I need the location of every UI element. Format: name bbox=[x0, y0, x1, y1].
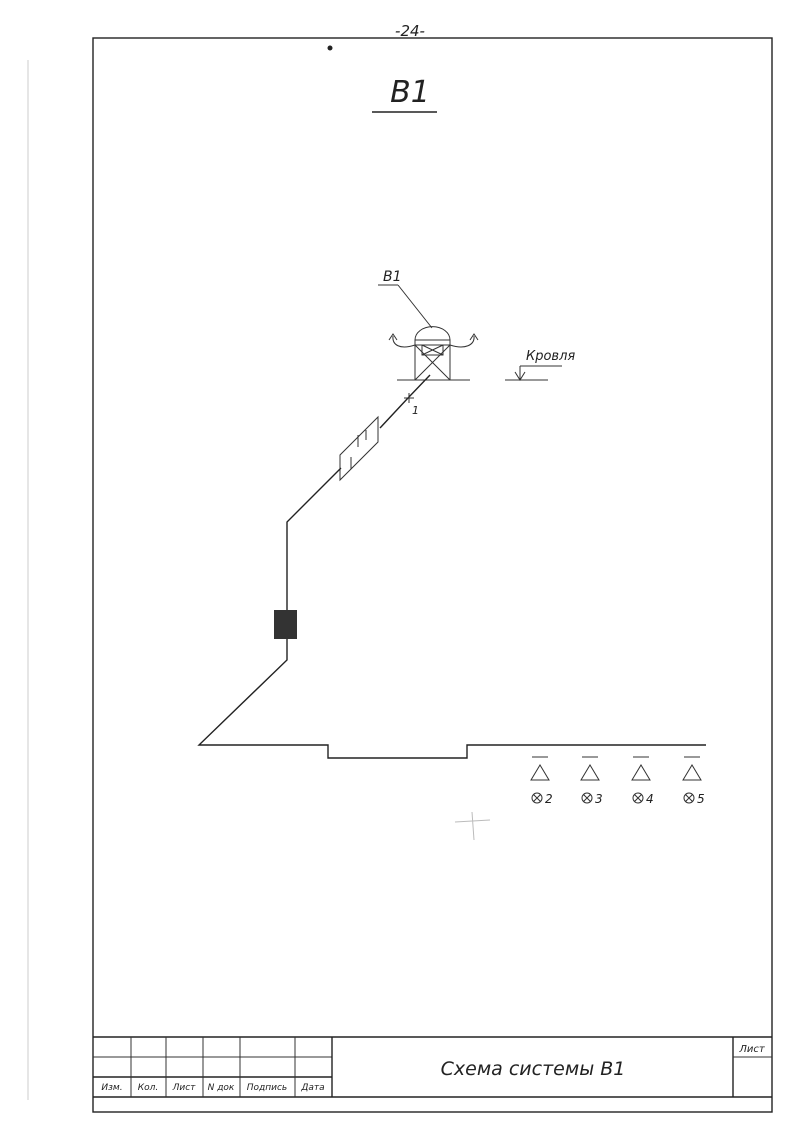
exhaust-arrow-right-icon bbox=[449, 335, 475, 348]
roof-label: Кровля bbox=[526, 349, 575, 364]
roof-level-mark: Кровля bbox=[505, 349, 575, 381]
column-n-dok: N док bbox=[208, 1083, 235, 1093]
outlets: 2 3 4 5 bbox=[530, 756, 705, 806]
drawing-title: В1 bbox=[390, 75, 430, 110]
exhaust-arrow-left-icon bbox=[392, 335, 416, 348]
column-izm: Изм. bbox=[101, 1083, 122, 1093]
diffuser-icon bbox=[631, 764, 651, 781]
title-block: Изм. Кол. Лист N док Подпись Дата Схема … bbox=[93, 1036, 772, 1098]
diffuser-icon bbox=[530, 764, 550, 781]
drawing-frame bbox=[92, 37, 773, 1113]
column-kol: Кол. bbox=[138, 1083, 159, 1093]
outlet-label: 3 bbox=[595, 792, 603, 806]
sheet-label: Лист bbox=[738, 1044, 766, 1055]
outlet-label: 4 bbox=[646, 792, 654, 806]
pencil-mark bbox=[454, 811, 491, 841]
point-label: 1 bbox=[412, 404, 419, 417]
page-number: -24- bbox=[395, 22, 425, 40]
outlet-label: 2 bbox=[545, 792, 553, 806]
outlet-label: 5 bbox=[697, 792, 705, 806]
sheet-title: Схема системы В1 bbox=[441, 1058, 626, 1080]
silencer-icon bbox=[339, 415, 379, 482]
damper-icon bbox=[274, 610, 297, 639]
unit-label: В1 bbox=[383, 269, 402, 285]
column-podpis: Подпись bbox=[247, 1083, 287, 1093]
column-list: Лист bbox=[172, 1083, 197, 1093]
ink-dot bbox=[327, 45, 333, 51]
diffuser-icon bbox=[682, 764, 702, 781]
diffuser-icon bbox=[580, 764, 600, 781]
duct-line: 1 bbox=[197, 374, 706, 759]
roof-fan-unit: В1 bbox=[378, 269, 479, 381]
column-data: Дата bbox=[300, 1083, 324, 1093]
